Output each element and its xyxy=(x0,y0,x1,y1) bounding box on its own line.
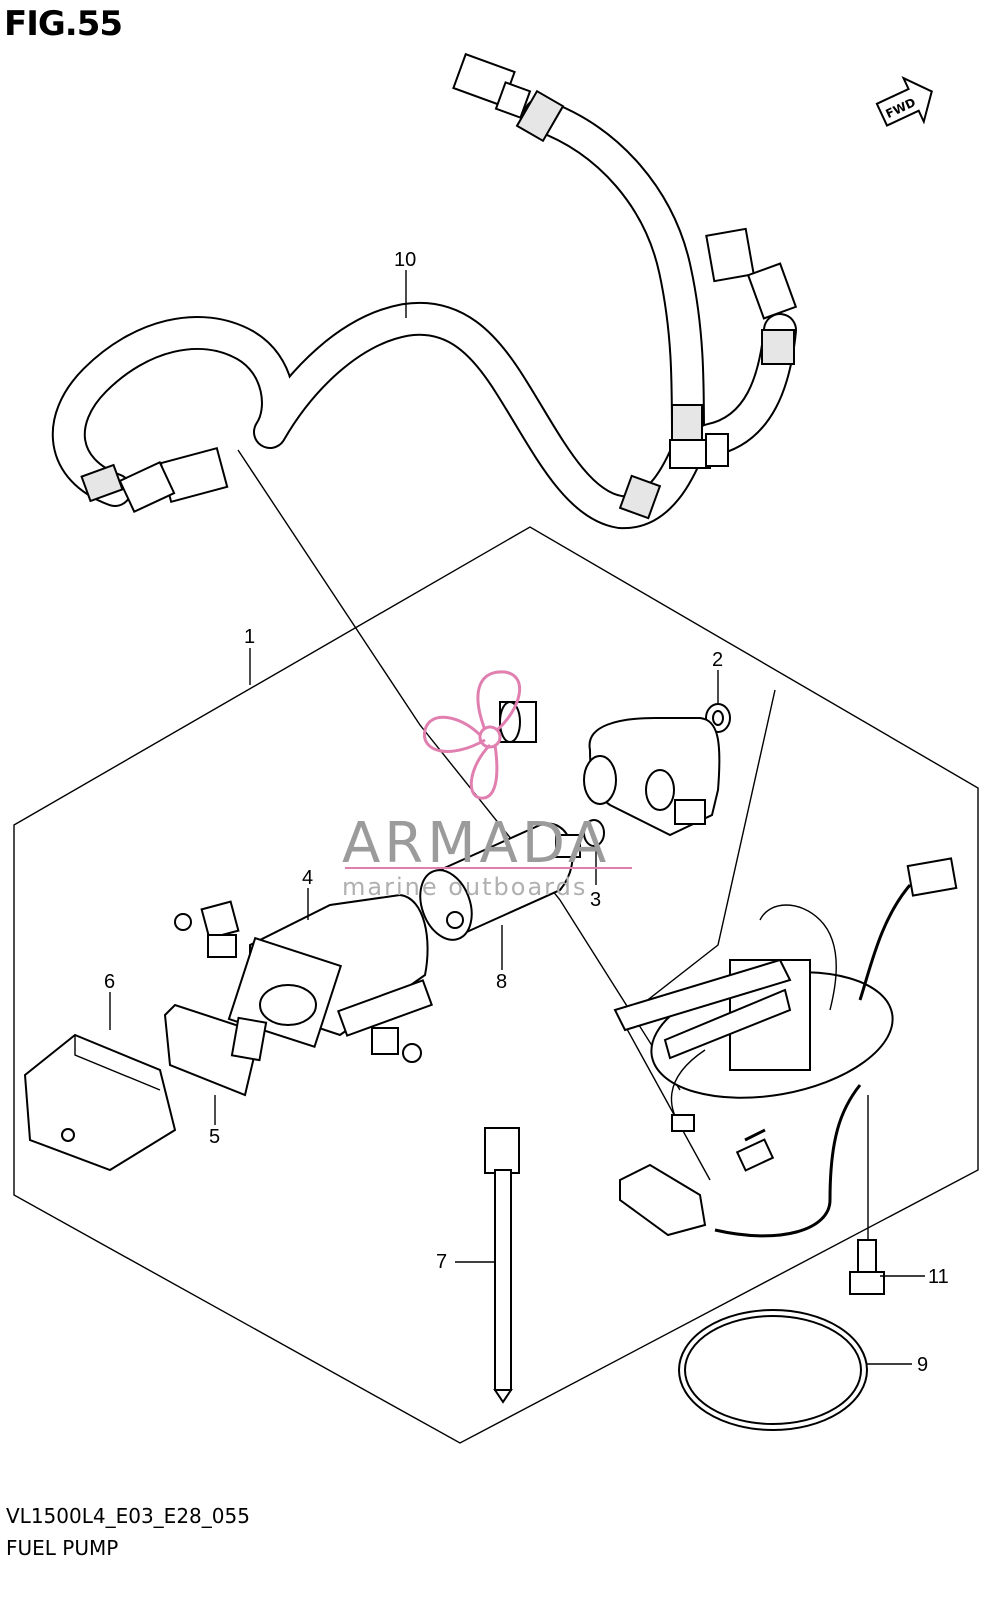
cable-tie xyxy=(484,1127,520,1404)
wire-harness xyxy=(619,857,958,1238)
pump-mounting-plate xyxy=(613,904,894,1132)
fuel-pump-motor xyxy=(419,822,581,941)
hose-connector-right xyxy=(705,227,798,320)
kit-boundary-frame xyxy=(13,526,979,1444)
fuel-filter xyxy=(163,1003,268,1097)
hose-connector-left xyxy=(118,446,229,514)
armada-watermark: ARMADA marine outboards xyxy=(342,670,632,901)
bracket-bolt-lower xyxy=(371,1027,422,1063)
filter-cover xyxy=(23,1033,177,1172)
callout-leaders xyxy=(109,270,925,1365)
bolt-11 xyxy=(849,1239,885,1295)
callout-6: 6 xyxy=(104,971,115,993)
diagram-code: VL1500L4_E03_E28_055 xyxy=(6,1504,250,1528)
o-ring-3 xyxy=(583,819,605,847)
hose-connector-top xyxy=(452,52,532,119)
diagram-name: FUEL PUMP xyxy=(6,1536,119,1560)
callout-9: 9 xyxy=(917,1354,928,1376)
callout-3: 3 xyxy=(590,889,601,911)
callout-4: 4 xyxy=(302,867,313,889)
pressure-regulator xyxy=(583,717,721,837)
callout-2: 2 xyxy=(712,649,723,671)
callout-11: 11 xyxy=(928,1266,949,1288)
propeller-logo-icon xyxy=(423,670,522,800)
bracket-bolt-upper xyxy=(174,900,240,958)
fuel-hose-assembly xyxy=(51,52,798,530)
callout-5: 5 xyxy=(209,1126,220,1148)
callout-10: 10 xyxy=(394,249,416,271)
callout-numbers: 1 2 3 4 5 6 7 8 9 10 11 xyxy=(104,249,949,1376)
callout-8: 8 xyxy=(496,971,507,993)
pump-subassembly-outline xyxy=(621,689,776,1181)
hose-leader-line xyxy=(237,449,681,1091)
fwd-direction-badge: FWD xyxy=(875,76,933,127)
watermark-brand: ARMADA xyxy=(342,811,610,876)
callout-1: 1 xyxy=(244,626,255,648)
callout-7: 7 xyxy=(436,1251,447,1273)
figure-title: FIG.55 xyxy=(4,4,123,44)
gasket-ring xyxy=(678,1309,868,1431)
watermark-tagline: marine outboards xyxy=(342,873,587,901)
pump-holder xyxy=(227,893,434,1049)
